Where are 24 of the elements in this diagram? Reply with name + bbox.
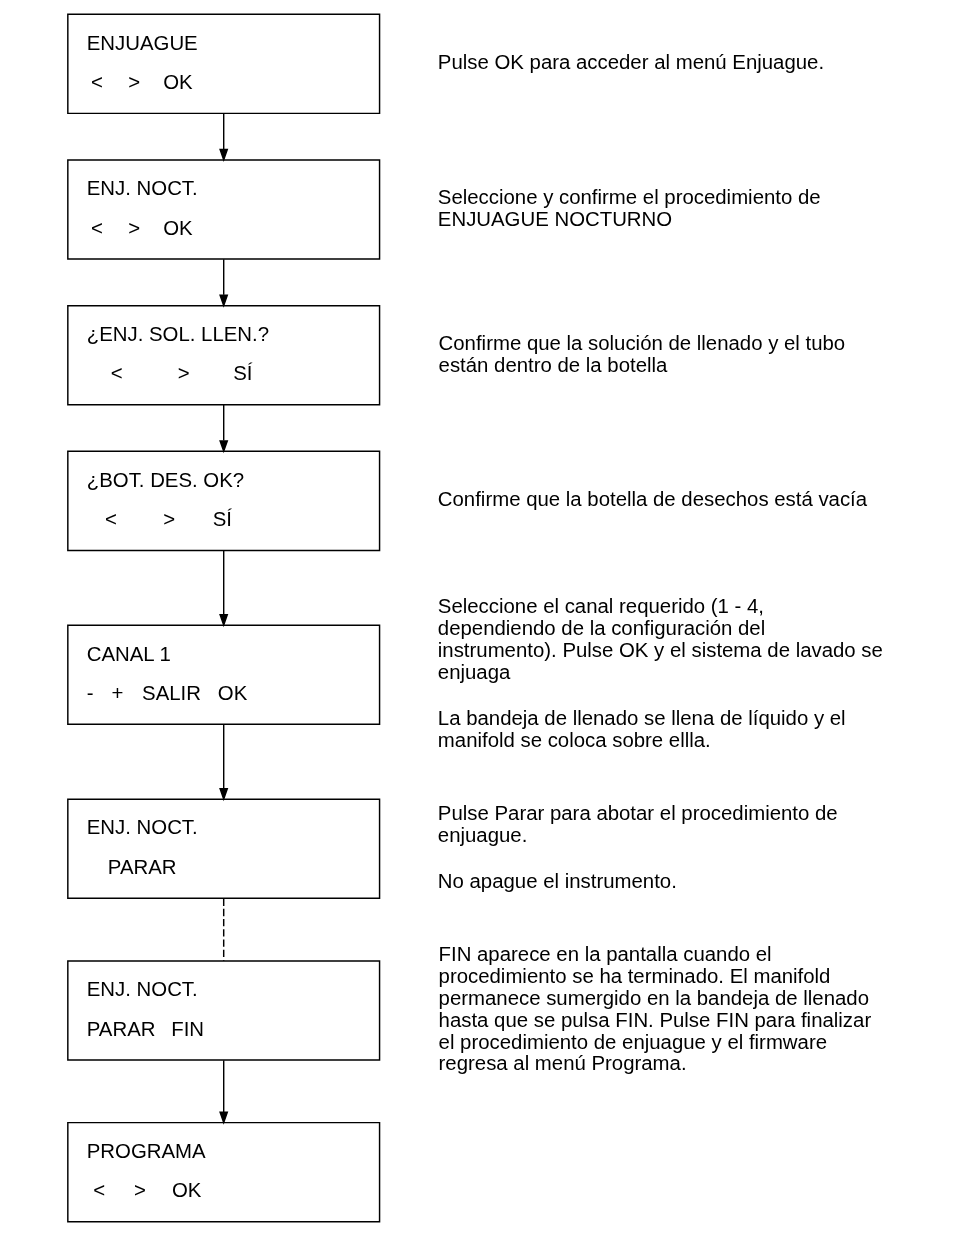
arrow <box>218 1059 228 1125</box>
node-box: ¿ENJ. SOL. LLEN.? < > SÍ <box>66 304 380 406</box>
node-label: FIN aparece en la pantalla cuando el procedimiento se ha terminado. El manifold permanece sumergido en la bandeja de llenado hasta que se pulsa FIN. Pulse FIN para finalizar el procedimiento de enjuague y el firmware regresa al menú Programa. <box>438 943 871 1075</box>
node-box: ENJ. NOCT. PARAR FIN <box>66 960 380 1061</box>
node-label: Confirme que la solución de llenado y el tubo están dentro de la botella <box>438 331 845 376</box>
node-box: ENJ. NOCT. < > OK <box>66 159 380 260</box>
node-label: Pulse Parar para abotar el procedimiento de enjuague. <box>437 802 838 846</box>
node-box: ENJ. NOCT. PARAR <box>66 798 380 899</box>
node-label: La bandeja de llenado se llena de líquido y el manifold se coloca sobre ellla. <box>437 707 846 752</box>
node-box: PROGRAMA < > OK <box>66 1121 380 1223</box>
arrow <box>218 404 228 454</box>
node-label: No apague el instrumento. <box>437 870 677 893</box>
node-box: CANAL 1 - + SALIR OK <box>66 624 380 726</box>
arrow <box>218 723 228 802</box>
node-box: ENJUAGUE < > OK <box>66 13 380 115</box>
arrow <box>218 549 228 628</box>
arrow <box>218 258 228 308</box>
node-label: Pulse OK para acceder al menú Enjuague. <box>437 51 824 74</box>
connector <box>222 898 224 962</box>
node-label: Confirme que la botella de desechos está vacía <box>437 488 867 511</box>
node-label: Seleccione y confirme el procedimiento de ENJUAGUE NOCTURNO <box>437 185 821 230</box>
node-box: ¿BOT. DES. OK? < > SÍ <box>66 450 380 552</box>
node-label: Seleccione el canal requerido (1 - 4, dependiendo de la configuración del instrumento). Pulse OK y el sistema de lavado se enjuaga <box>437 595 883 683</box>
arrow <box>218 112 228 162</box>
